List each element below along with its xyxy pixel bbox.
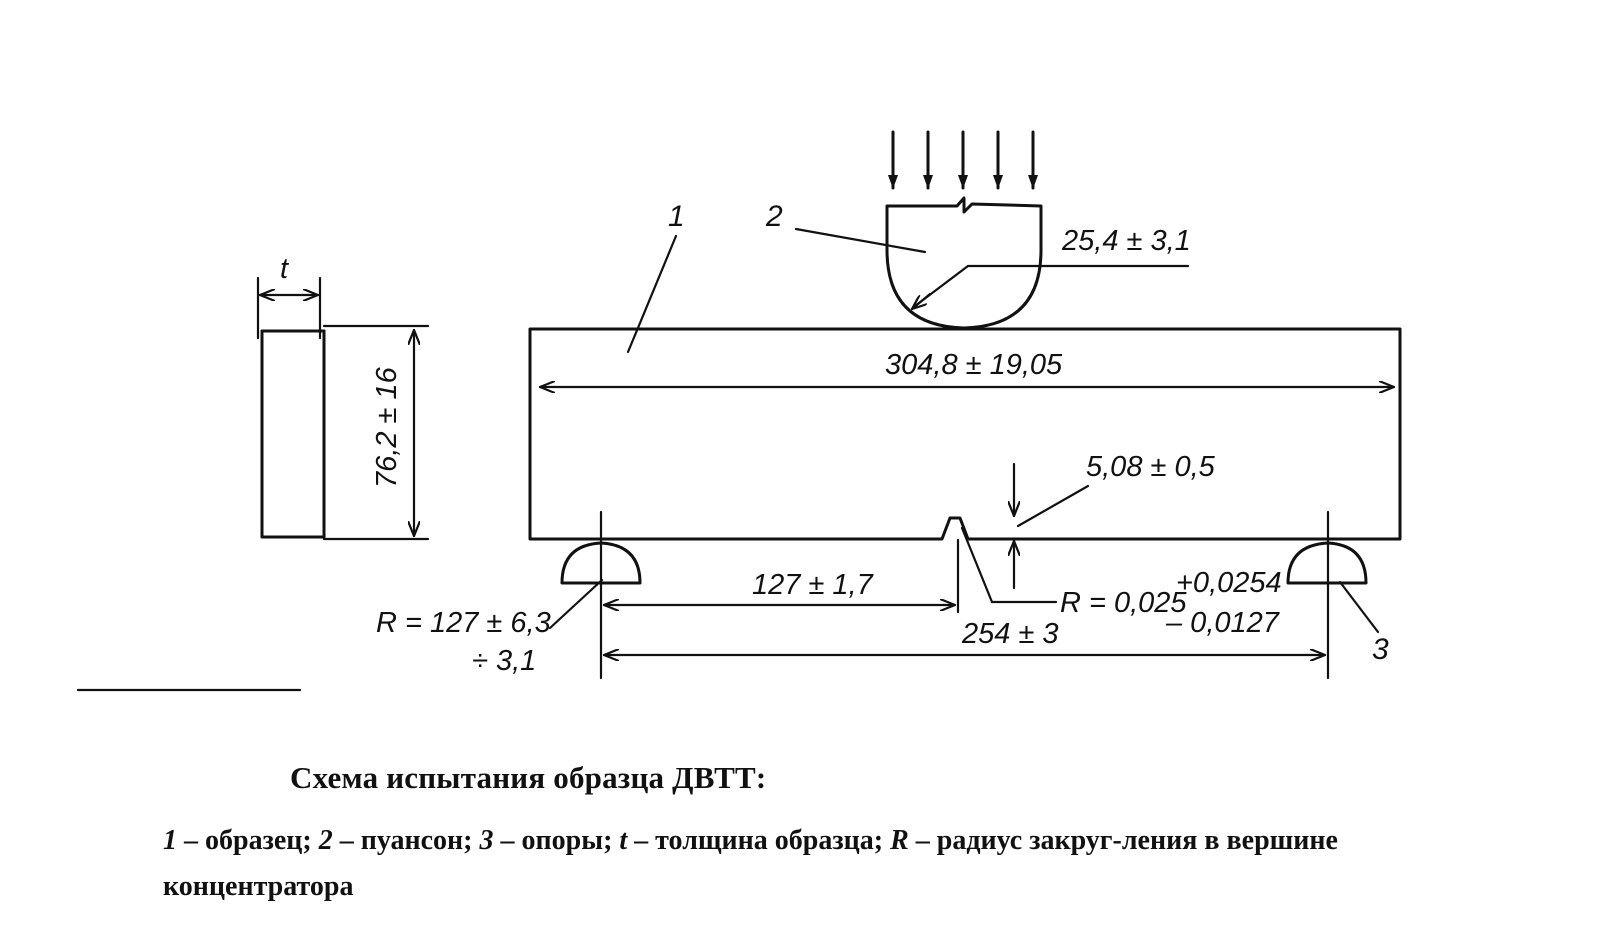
item1-leader	[626, 234, 678, 354]
height-dimension-text: 76,2 ± 16	[371, 366, 403, 488]
support-radius-leader	[548, 578, 604, 630]
legend-item-3: 3 – опоры;	[479, 825, 620, 856]
span-text: 254 ± 3	[961, 618, 1059, 650]
notch-depth-text: 5,08 ± 0,5	[1086, 451, 1216, 483]
legend-item-t: t – толщина образца;	[619, 825, 891, 856]
support-radius-tolerance: ÷ 3,1	[472, 645, 536, 677]
notch-details: 5,08 ± 0,5 R = 0,025 +0,0254 – 0,0127	[960, 451, 1282, 639]
item3-label: 3	[1372, 633, 1389, 666]
supports: 3 R = 127 ± 6,3 ÷ 3,1	[376, 510, 1389, 680]
notch-radius-leader	[960, 526, 1058, 604]
figure-legend: 1 – образец; 2 – пуансон; 3 – опоры; t –…	[163, 818, 1503, 910]
item2-label: 2	[765, 200, 783, 233]
item1-label: 1	[668, 200, 685, 233]
legend-item-r: R – радиус закруг-ления в вершине концен…	[163, 825, 1338, 902]
notch-radius-text: R = 0,025	[1060, 587, 1187, 619]
side-view-outline	[260, 329, 326, 539]
legend-item-1: 1 – образец;	[163, 825, 319, 856]
notch-radius-tolerance-upper: +0,0254	[1176, 567, 1282, 599]
punch: 2 25,4 ± 3,1	[765, 130, 1191, 330]
specimen-side-view: t 76,2 ± 16	[256, 253, 430, 541]
punch-radius-leader	[913, 264, 1190, 308]
item3-leader	[1338, 580, 1380, 634]
support-radius-text: R = 127 ± 6,3	[376, 607, 551, 639]
notch-depth-leader	[1016, 484, 1090, 528]
legend-item-2: 2 – пуансон;	[318, 825, 480, 856]
length-dimension-text: 304,8 ± 19,05	[885, 349, 1063, 381]
notch-radius-tolerance-lower: – 0,0127	[1165, 607, 1281, 639]
item2-leader	[794, 227, 927, 254]
figure-caption-title: Схема испытания образца ДВТТ:	[290, 760, 767, 795]
punch-outline	[885, 196, 1043, 330]
specimen-front-view: 304,8 ± 19,05 1	[528, 200, 1402, 541]
specimen-outline	[528, 327, 1402, 541]
thickness-label: t	[280, 253, 290, 285]
punch-radius-text: 25,4 ± 3,1	[1061, 225, 1191, 257]
half-span-text: 127 ± 1,7	[752, 569, 875, 601]
span-dimensions: 127 ± 1,7 254 ± 3	[602, 569, 1327, 655]
